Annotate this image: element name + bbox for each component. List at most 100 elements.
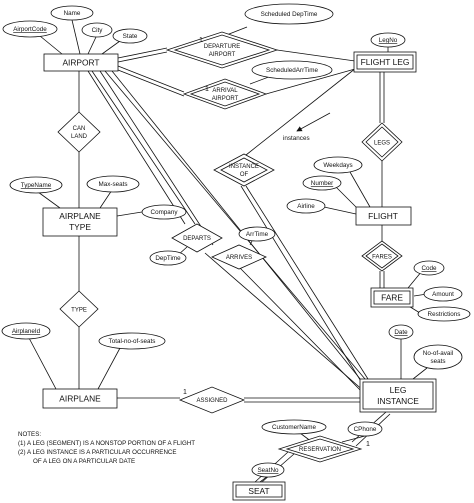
entity-leg-instance[interactable]: LEG INSTANCE: [359, 378, 437, 413]
attribute-type-name-label: TypeName: [21, 182, 52, 189]
attribute-dep-time: DepTime: [149, 250, 187, 266]
attribute-state: State: [112, 28, 148, 44]
relationship-arrival-airport-label-line1: ARRIVAL: [212, 88, 238, 94]
attribute-airplane-id-label: AirplaneId: [12, 328, 41, 335]
attribute-total-no-of-seats: Total-no-of-seats: [98, 332, 166, 350]
attribute-customer-name: CustomerName: [261, 419, 327, 435]
attribute-date: Date: [388, 324, 414, 340]
attribute-number-label: Number: [311, 180, 333, 187]
attribute-seat-no-label: SeatNo: [257, 467, 279, 474]
attribute-company: Company: [141, 204, 187, 220]
attribute-airline: Airline: [286, 198, 326, 214]
entity-airplane-type[interactable]: AIRPLANE TYPE: [42, 207, 118, 237]
attribute-no-of-avail-seats: No-of-avail seats: [413, 344, 463, 370]
relationship-departs-label: DEPARTS: [183, 236, 211, 242]
attribute-type-name: TypeName: [9, 176, 63, 194]
entity-airport[interactable]: AIRPORT: [43, 53, 119, 72]
entity-airplane-type-label-line2: TYPE: [69, 222, 91, 232]
entity-airplane-type-label-line1: AIRPLANE: [59, 211, 101, 221]
attribute-name-label: Name: [64, 10, 81, 17]
notes-line-2: (2) A LEG INSTANCE IS A PARTICULAR OCCUR…: [18, 449, 177, 456]
attribute-restrictions-label: Restrictions: [428, 311, 461, 318]
attribute-amount: Amount: [423, 286, 463, 302]
relationship-type-label: TYPE: [71, 308, 87, 314]
attribute-c-phone: CPhone: [347, 421, 383, 437]
relationship-fares-label: FARES: [372, 255, 392, 261]
notes-line-1: (1) A LEG (SEGMENT) IS A NONSTOP PORTION…: [18, 440, 195, 447]
attribute-code: Code: [413, 260, 445, 276]
entity-airport-label: AIRPORT: [62, 58, 99, 68]
entity-airplane-label: AIRPLANE: [59, 394, 101, 404]
relationship-instance-of-label-line2: OF: [240, 172, 249, 178]
attribute-leg-no: LegNo: [370, 32, 406, 48]
attribute-date-label: Date: [394, 329, 408, 336]
entity-airplane[interactable]: AIRPLANE: [42, 388, 118, 409]
attribute-customer-name-label: CustomerName: [272, 424, 317, 431]
entity-leg-instance-label-line1: LEG: [390, 385, 407, 395]
attribute-max-seats: Max-seats: [86, 175, 140, 193]
attribute-airplane-id: AirplaneId: [1, 322, 51, 340]
attribute-restrictions: Restrictions: [417, 306, 471, 322]
attribute-state-label: State: [123, 33, 138, 40]
relationship-departure-airport-label-line2: AIRPORT: [209, 52, 236, 58]
attribute-scheduled-arr-time-label: ScheduledArrTime: [266, 67, 318, 74]
attribute-airport-code-label: AirportCode: [13, 26, 47, 33]
relationship-departure-airport[interactable]: DEPARTURE AIRPORT: [165, 31, 279, 69]
attribute-code-label: Code: [421, 265, 437, 272]
attribute-airline-label: Airline: [297, 203, 315, 210]
notes: NOTES: (1) A LEG (SEGMENT) IS A NONSTOP …: [18, 431, 195, 465]
attribute-airport-code: AirportCode: [2, 20, 58, 38]
relationship-can-land-label-line1: CAN: [73, 126, 86, 132]
relationship-fares[interactable]: FARES: [361, 240, 403, 272]
attribute-arr-time: ArrTime: [238, 226, 276, 242]
relationship-arrives-label: ARRIVES: [226, 255, 252, 261]
relationship-can-land-label-line2: LAND: [71, 134, 88, 140]
attribute-city-label: City: [92, 27, 104, 34]
relationship-departs[interactable]: DEPARTS: [171, 223, 223, 253]
attribute-city: City: [81, 22, 113, 38]
attribute-leg-no-label: LegNo: [379, 37, 398, 44]
notes-line-3: OF A LEG ON A PARTICULAR DATE: [33, 458, 135, 465]
cardinality-reservation: 1: [366, 441, 370, 448]
cardinality-departure: 1: [199, 37, 203, 44]
entity-flight[interactable]: FLIGHT: [355, 206, 412, 226]
relationship-instance-of-label-line1: INSTANCE: [229, 164, 259, 170]
entity-flight-label: FLIGHT: [368, 211, 398, 221]
attribute-dep-time-label: DepTime: [155, 255, 181, 262]
relationship-reservation[interactable]: RESERVATION: [277, 435, 363, 463]
attribute-company-label: Company: [151, 209, 179, 216]
cardinality-arrival: 1: [205, 86, 209, 93]
attribute-c-phone-label: CPhone: [354, 426, 377, 433]
attribute-arr-time-label: ArrTime: [246, 231, 269, 238]
attribute-scheduled-dep-time-label: Scheduled DepTime: [261, 11, 318, 18]
notes-title: NOTES:: [18, 431, 41, 438]
attribute-seat-no: SeatNo: [251, 462, 285, 478]
attribute-no-of-avail-seats-label-line1: No-of-avail: [423, 350, 453, 357]
relationship-can-land[interactable]: CAN LAND: [57, 111, 101, 153]
cardinality-assigned: 1: [183, 389, 187, 396]
entity-leg-instance-label-line2: INSTANCE: [377, 396, 419, 406]
attribute-scheduled-dep-time: Scheduled DepTime: [244, 3, 334, 25]
attribute-scheduled-arr-time: ScheduledArrTime: [251, 60, 333, 80]
attribute-number: Number: [302, 175, 342, 191]
entity-flight-leg[interactable]: FLIGHT LEG: [353, 51, 417, 73]
entity-seat-label: SEAT: [248, 486, 269, 496]
attribute-name: Name: [50, 5, 94, 21]
attribute-weekdays: Weekdays: [313, 156, 363, 174]
relationship-type[interactable]: TYPE: [59, 290, 99, 328]
relationship-legs-label: LEGS: [374, 141, 390, 147]
attribute-max-seats-label: Max-seats: [98, 181, 127, 188]
entity-seat[interactable]: SEAT: [232, 481, 286, 501]
relationship-reservation-label: RESERVATION: [299, 447, 341, 453]
entity-fare[interactable]: FARE: [370, 287, 414, 308]
relationship-instance-of[interactable]: INSTANCE OF: [213, 153, 275, 187]
relationship-departure-airport-label-line1: DEPARTURE: [204, 44, 240, 50]
relationship-arrives[interactable]: ARRIVES: [211, 244, 267, 270]
entity-fare-label: FARE: [381, 293, 403, 303]
relationship-arrival-airport[interactable]: ARRIVAL AIRPORT: [182, 78, 268, 110]
relationship-assigned[interactable]: ASSIGNED: [178, 386, 246, 414]
relationship-legs[interactable]: LEGS: [361, 122, 403, 162]
edge-label-instances: instances: [283, 135, 310, 142]
attribute-amount-label: Amount: [432, 291, 454, 298]
